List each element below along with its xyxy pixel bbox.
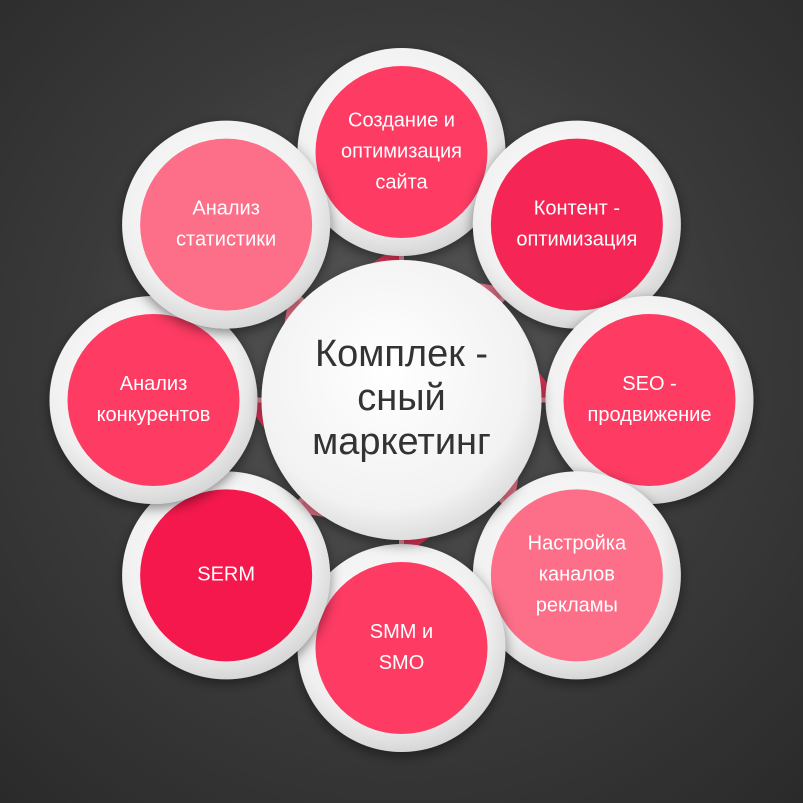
node-serm: SERM [122, 471, 331, 680]
label-line: конкурентов [97, 404, 211, 426]
label-line: SERM [197, 564, 255, 586]
label-line: Настройка [528, 533, 627, 555]
label-line: SEO - [622, 373, 676, 395]
label-line: статистики [176, 228, 276, 250]
node-label: Анализ конкурентов [97, 373, 211, 426]
node-disc [315, 562, 488, 734]
node-smm-smo: SMM и SMO [297, 544, 506, 752]
label-line: продвижение [588, 404, 712, 426]
node-label: Настройка каналов рекламы [528, 533, 627, 617]
label-line: сайта [375, 171, 428, 193]
node-label: SERM [197, 564, 255, 586]
label-line: рекламы [536, 595, 618, 617]
label-line: SMM и [370, 621, 433, 643]
node-label: Создание и оптимизация сайта [341, 109, 462, 193]
node-stats-analysis: Анализ статистики [122, 120, 331, 329]
label-line: SMO [379, 652, 425, 674]
node-disc [67, 314, 240, 486]
node-disc [490, 138, 663, 311]
label-line: оптимизация [341, 140, 462, 162]
node-disc [490, 489, 663, 662]
label-line: каналов [539, 564, 615, 586]
node-label: SEO - продвижение [588, 373, 712, 426]
label-line: оптимизация [516, 228, 637, 250]
label-line: сный [357, 377, 446, 419]
node-ad-channels: Настройка каналов рекламы [472, 471, 681, 680]
node-competitor-analysis: Анализ конкурентов [49, 296, 258, 504]
label-line: Анализ [192, 197, 260, 219]
node-disc [315, 66, 488, 238]
label-line: Создание и [348, 109, 455, 131]
label-line: маркетинг [312, 421, 491, 463]
node-label: SMM и SMO [370, 621, 433, 674]
node-disc [140, 138, 313, 311]
label-line: Комплек - [315, 333, 488, 375]
center-circle [261, 260, 542, 540]
label-line: Анализ [120, 373, 188, 395]
node-create-optimize-site: Создание и оптимизация сайта [297, 48, 506, 256]
node-label: Контент - оптимизация [516, 197, 637, 250]
node-content-optimization: Контент - оптимизация [472, 120, 681, 329]
node-seo-promotion: SEO - продвижение [545, 296, 754, 504]
node-label: Анализ статистики [176, 197, 276, 250]
node-disc [563, 314, 736, 486]
node-disc [140, 489, 313, 662]
label-line: Контент - [534, 197, 620, 219]
